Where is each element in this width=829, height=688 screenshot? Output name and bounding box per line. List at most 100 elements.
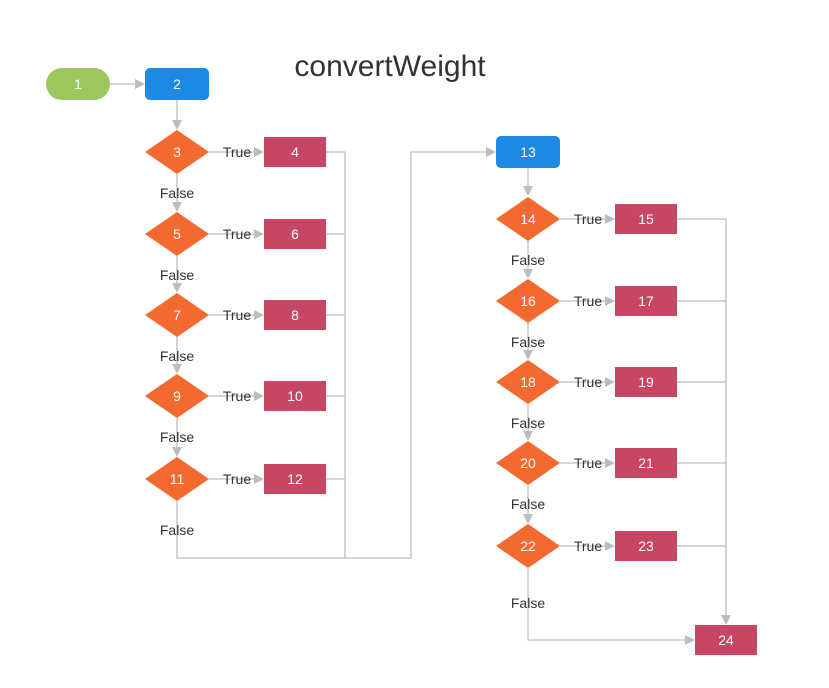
node-2-block: 2	[145, 68, 209, 100]
node-label-6: 6	[291, 226, 299, 242]
arrowhead-22-24	[685, 635, 695, 645]
node-label-10: 10	[287, 388, 303, 404]
node-8-action: 8	[264, 300, 326, 330]
node-3-decision: 3	[145, 130, 209, 174]
node-7-decision: 7	[145, 293, 209, 337]
node-6-action: 6	[264, 219, 326, 249]
edge-11-13	[176, 151, 494, 559]
node-13-block: 13	[496, 136, 560, 168]
edge-label-11-12: True	[223, 471, 251, 487]
arrowhead-11-13	[486, 147, 496, 157]
node-15-action: 15	[615, 204, 677, 234]
edges-layer	[110, 79, 731, 645]
node-11-decision: 11	[145, 457, 209, 501]
arrowhead-5-6	[254, 229, 264, 239]
node-label-8: 8	[291, 307, 299, 323]
edge-label-5-7: False	[160, 267, 194, 283]
arrowhead-9-10	[254, 391, 264, 401]
node-24-shape	[695, 625, 757, 655]
edge-label-7-8: True	[223, 307, 251, 323]
edge-label-11-13: False	[160, 522, 194, 538]
node-22-decision: 22	[496, 524, 560, 568]
arrowhead-18-19	[605, 377, 615, 387]
arrowhead-14-15	[605, 214, 615, 224]
node-label-11: 11	[170, 471, 185, 487]
node-11-shape	[145, 457, 209, 501]
arrowhead-2-3	[172, 120, 182, 130]
node-label-1: 1	[74, 76, 82, 92]
node-4-action: 4	[264, 137, 326, 167]
node-label-14: 14	[520, 211, 536, 227]
edge-labels-layer: TrueFalseTrueFalseTrueFalseTrueFalseTrue…	[160, 144, 602, 611]
node-4-shape	[264, 137, 326, 167]
node-20-decision: 20	[496, 441, 560, 485]
node-5-decision: 5	[145, 212, 209, 256]
node-19-shape	[615, 367, 677, 397]
node-label-21: 21	[638, 455, 654, 471]
node-label-3: 3	[173, 144, 181, 160]
node-7-shape	[145, 293, 209, 337]
node-21-shape	[615, 448, 677, 478]
node-18-shape	[496, 360, 560, 404]
diagram-title: convertWeight	[294, 50, 486, 83]
arrowhead-16-17	[605, 296, 615, 306]
node-15-shape	[615, 204, 677, 234]
node-13-shape	[496, 136, 560, 168]
arrowhead-merge-24	[721, 615, 731, 625]
edge-label-22-24: False	[511, 595, 545, 611]
node-label-23: 23	[638, 538, 654, 554]
node-5-shape	[145, 212, 209, 256]
arrowhead-13-14	[523, 186, 533, 196]
edge-label-20-21: True	[574, 455, 602, 471]
arrowhead-5-7	[172, 283, 182, 293]
node-8-shape	[264, 300, 326, 330]
node-22-shape	[496, 524, 560, 568]
arrowhead-9-11	[172, 447, 182, 457]
edge-22-24	[527, 568, 693, 641]
edge-label-18-19: True	[574, 374, 602, 390]
node-16-decision: 16	[496, 279, 560, 323]
node-6-shape	[264, 219, 326, 249]
arrowhead-20-22	[523, 514, 533, 524]
node-9-decision: 9	[145, 374, 209, 418]
arrowhead-1-2	[135, 79, 145, 89]
arrowhead-7-8	[254, 310, 264, 320]
node-1-shape	[46, 68, 110, 100]
node-label-18: 18	[520, 374, 536, 390]
edge-label-16-18: False	[511, 334, 545, 350]
node-label-7: 7	[173, 307, 181, 323]
edge-label-3-5: False	[160, 185, 194, 201]
node-14-shape	[496, 197, 560, 241]
edge-label-14-16: False	[511, 252, 545, 268]
edge-label-14-15: True	[574, 211, 602, 227]
node-label-16: 16	[520, 293, 536, 309]
node-label-15: 15	[638, 211, 654, 227]
node-label-5: 5	[173, 226, 181, 242]
edge-label-20-22: False	[511, 496, 545, 512]
edge-label-3-4: True	[223, 144, 251, 160]
node-label-4: 4	[291, 144, 299, 160]
node-label-17: 17	[638, 293, 654, 309]
edge-label-22-23: True	[574, 538, 602, 554]
node-14-decision: 14	[496, 197, 560, 241]
node-3-shape	[145, 130, 209, 174]
node-19-action: 19	[615, 367, 677, 397]
node-21-action: 21	[615, 448, 677, 478]
arrowhead-14-16	[523, 269, 533, 279]
node-12-shape	[264, 464, 326, 494]
node-2-shape	[145, 68, 209, 100]
node-17-action: 17	[615, 286, 677, 316]
node-label-2: 2	[173, 76, 181, 92]
node-label-13: 13	[520, 144, 536, 160]
edge-label-5-6: True	[223, 226, 251, 242]
arrowhead-11-12	[254, 474, 264, 484]
edge-label-16-17: True	[574, 293, 602, 309]
arrowhead-18-20	[523, 431, 533, 441]
node-label-22: 22	[520, 538, 536, 554]
node-23-shape	[615, 531, 677, 561]
arrowhead-3-5	[172, 202, 182, 212]
node-label-9: 9	[173, 388, 181, 404]
node-label-12: 12	[287, 471, 303, 487]
